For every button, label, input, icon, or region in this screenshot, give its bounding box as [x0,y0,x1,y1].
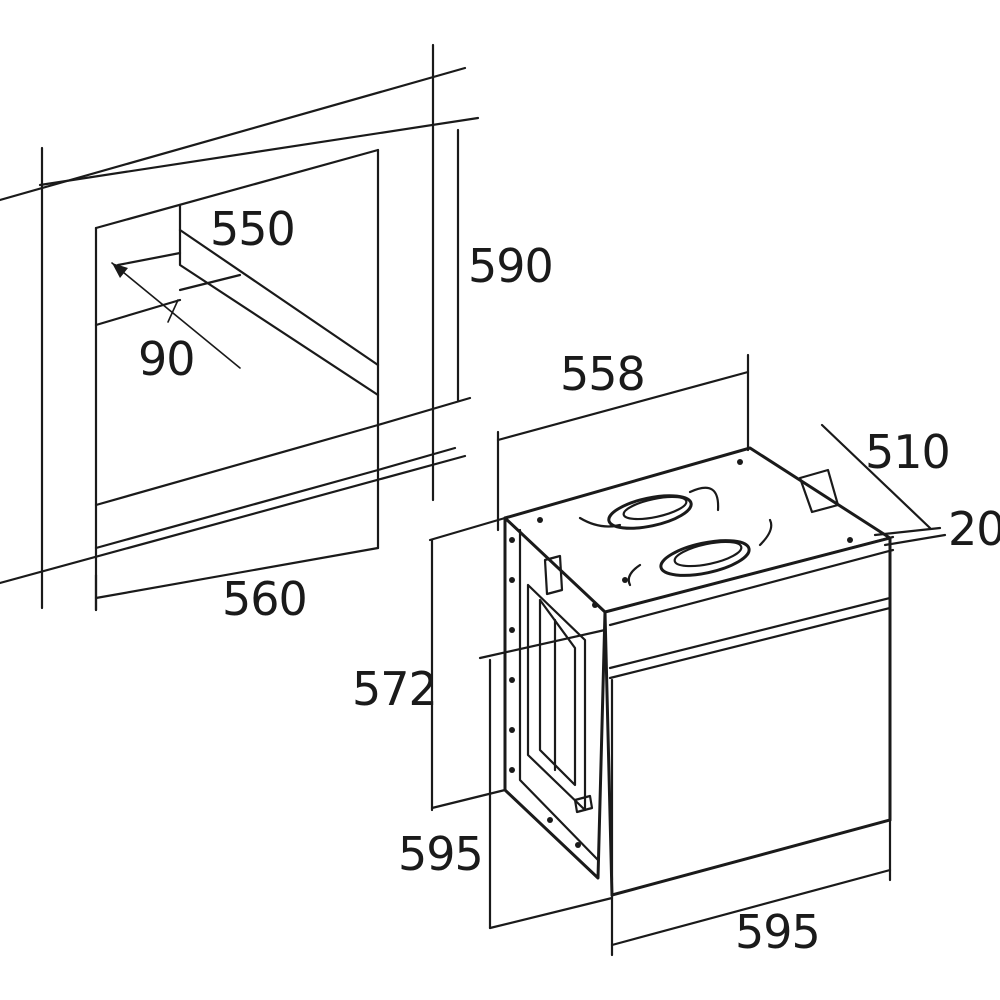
side-clip-bottom [573,794,594,814]
niche-floor-ext2 [376,446,457,472]
niche-width-label: 560 [222,572,307,626]
rivet [547,817,553,823]
rivet [509,767,515,773]
oven-side-frame [503,516,607,880]
vent-arrow-head [112,263,128,278]
oven-front-bottom-edge [610,818,892,897]
rivet [847,537,853,543]
rivet [509,727,515,733]
rear-bracket [798,468,840,514]
niche-inner-top [94,148,380,230]
oven-drawing [428,353,947,957]
burner-right-inner [673,540,743,568]
niche-top-line-outer [0,66,467,202]
niche-inner-floor-back [94,468,380,550]
rivet [622,577,628,583]
oven-top-front-edge2 [608,548,895,627]
burner-coil-a [578,486,720,528]
niche-vent-top [116,251,182,267]
oven-body-height-label: 572 [352,662,437,716]
niche-vent-label: 90 [138,332,195,386]
oven-top-depth-label: 510 [865,425,950,479]
niche-inner-floor-front [94,423,380,507]
side-clip-top [543,554,564,596]
rivet [737,459,743,465]
side-rail-inner [538,598,577,787]
vent-dimension-line [111,262,241,369]
niche-depth-label: 550 [210,202,295,256]
burner-left-inner [622,495,688,521]
niche-rail-top [178,228,380,367]
niche-drawing [0,43,480,612]
burner-coil-b [627,518,773,587]
total-height-ext-top [478,628,607,660]
oven-front-left-edge [603,610,614,897]
vent-tick [167,299,179,323]
rivet [592,602,598,608]
rivet [575,842,581,848]
niche-top-line-inner [38,116,480,187]
rivet [509,677,515,683]
oven-top-front-edge [603,535,895,614]
niche-floor-ext [376,396,472,427]
oven-side-inner [518,528,600,862]
side-rail-outer [526,583,587,812]
oven-top-width-label: 558 [560,347,645,401]
rivet [509,627,515,633]
niche-height-label: 590 [468,239,553,293]
body-height-ext-bottom [430,788,507,810]
rivet [509,577,515,583]
oven-total-height-label: 595 [398,827,483,881]
control-panel-line2 [608,606,892,680]
niche-bottom-line-outer [0,454,467,585]
panel-thickness-line2 [883,533,947,547]
niche-rear-panel [178,203,380,397]
niche-vent-shelf [94,298,182,327]
rivet [537,517,543,523]
oven-panel-thickness-label: 20 [948,502,1000,556]
niche-vent-right [178,273,242,292]
control-panel-line [608,596,892,670]
front-width-dimension-line [610,868,892,947]
burner-left [607,494,693,530]
rivet [509,537,515,543]
oven-front-width-label: 595 [735,905,820,959]
total-height-ext-bottom [488,896,614,930]
burner-right [659,539,751,577]
top-width-dimension-line [496,370,750,442]
top-depth-dimension-line [820,423,932,530]
body-height-ext-top [428,516,507,542]
width-dimension-line [94,546,380,600]
